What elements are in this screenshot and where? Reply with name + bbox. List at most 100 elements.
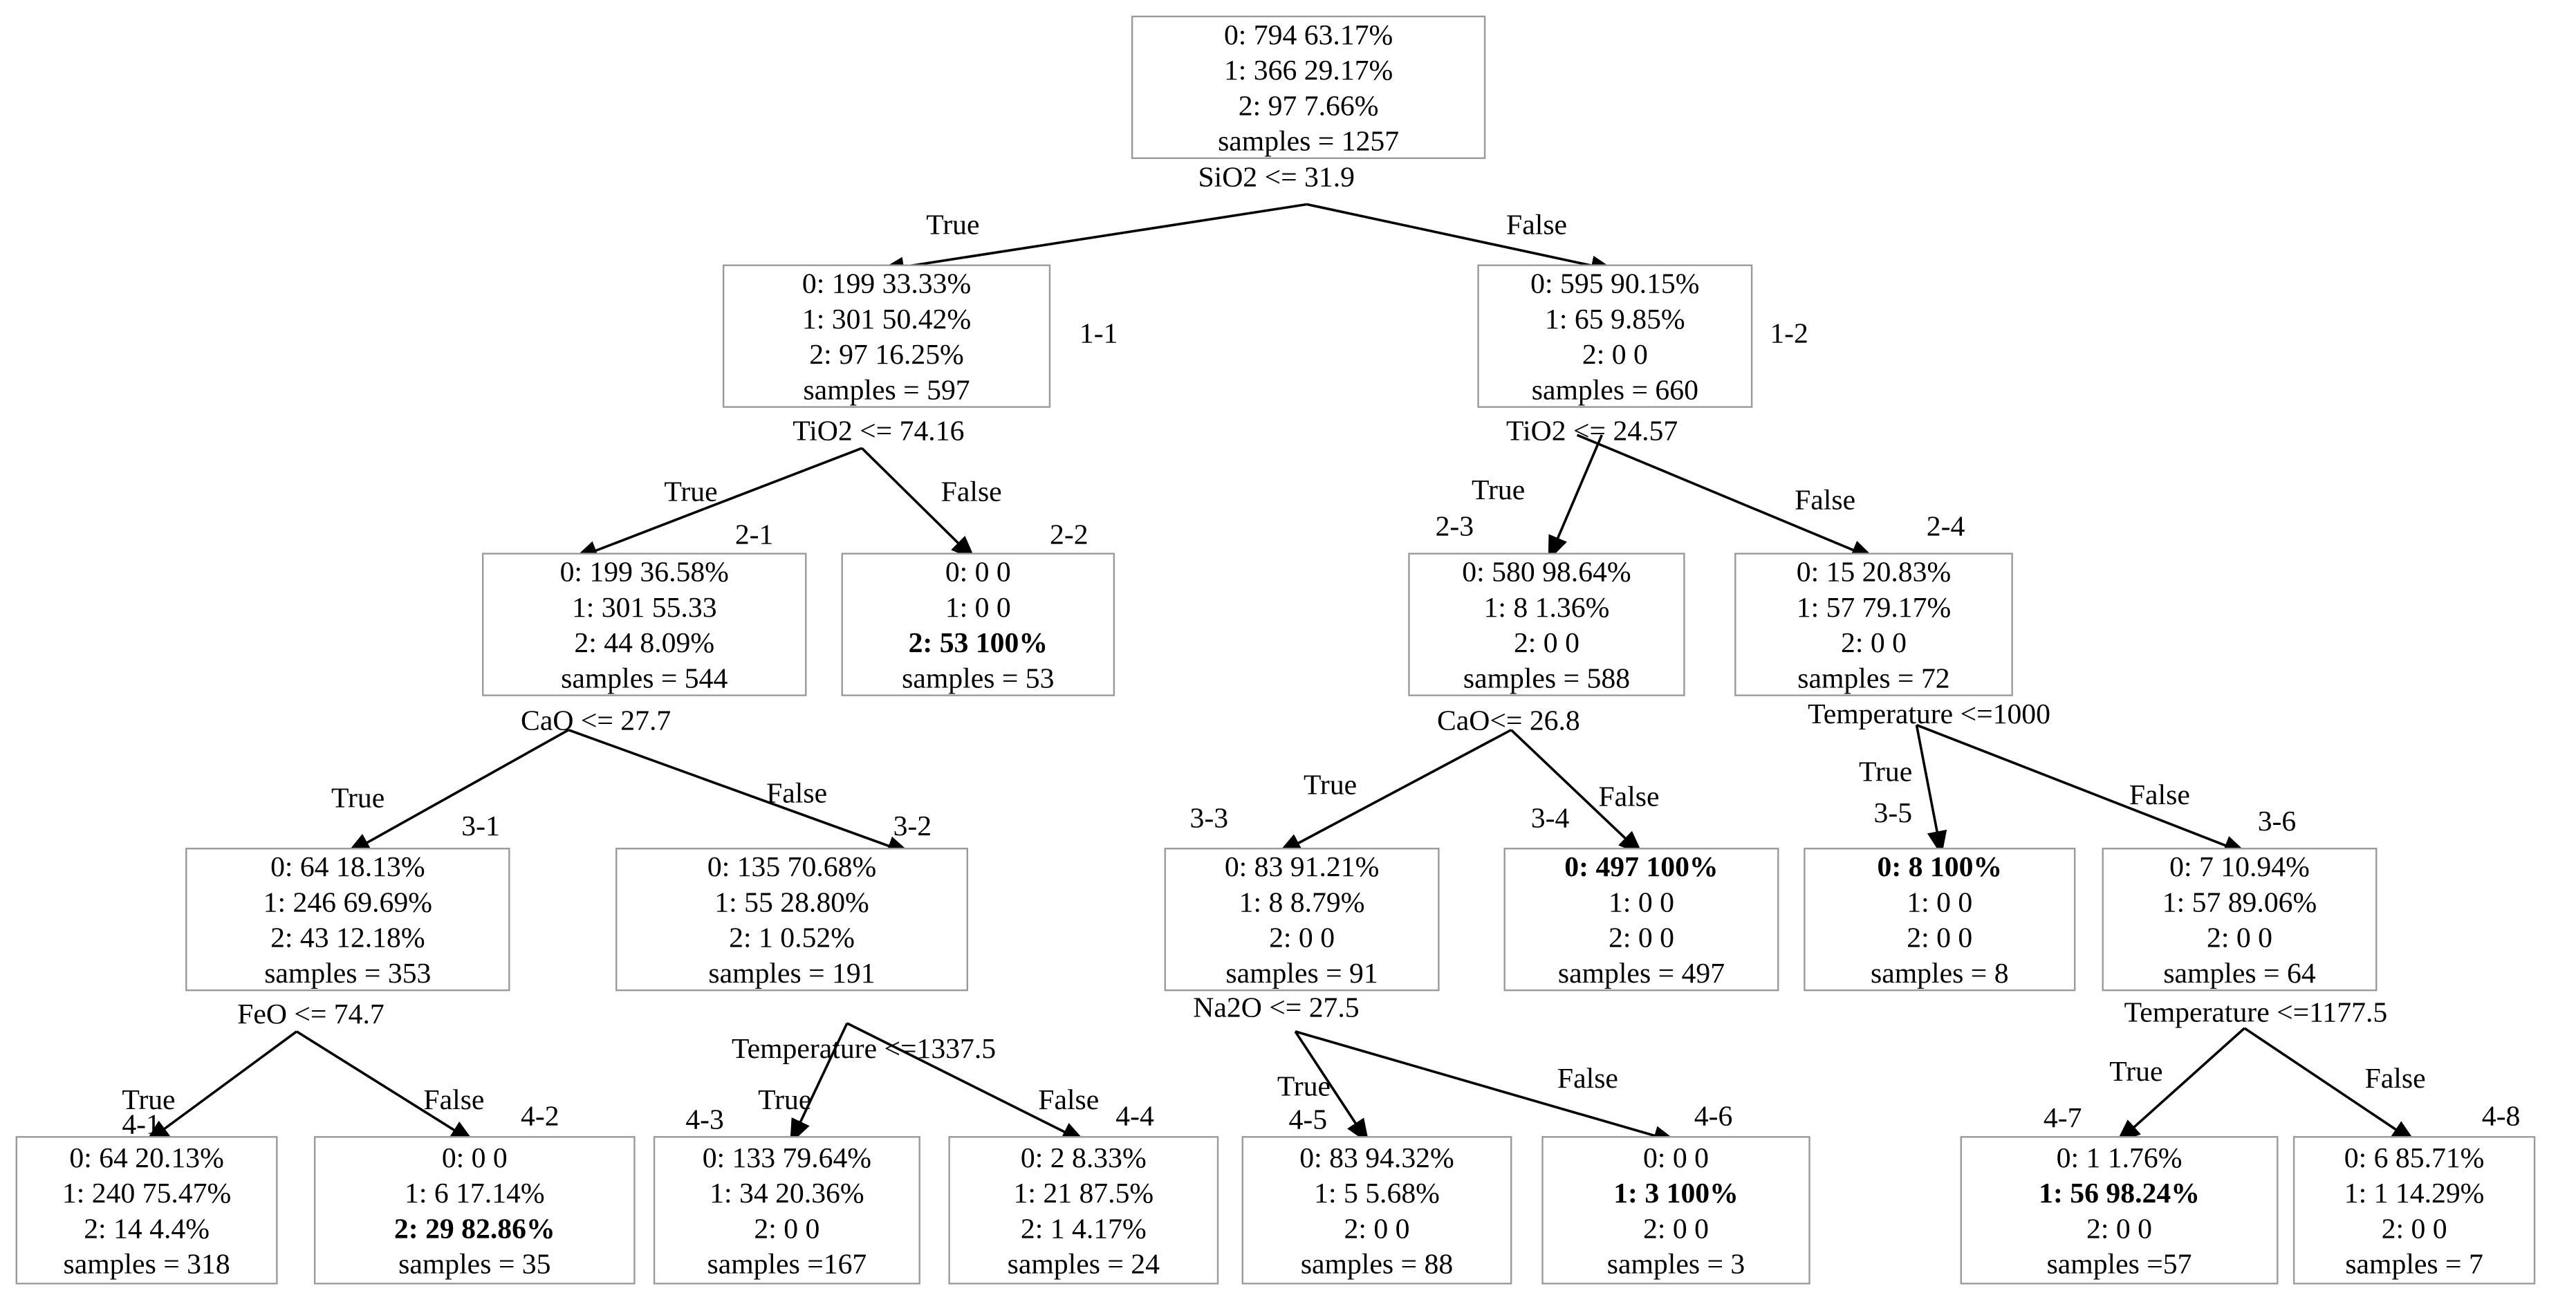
node-id-label: 4-5 — [1289, 1104, 1328, 1135]
edge-n3-1-to-n4-1: True — [122, 1030, 298, 1144]
split-condition: CaO <= 27.7 — [521, 705, 671, 737]
node-class-line: 2: 0 0 — [1344, 1213, 1410, 1245]
edge-n2-1-to-n3-2: False — [568, 728, 912, 855]
node-class-line: 1: 0 0 — [1609, 886, 1674, 918]
edge-label: True — [1859, 756, 1912, 788]
edge-arrow — [846, 1022, 1087, 1144]
edge-label: False — [1506, 209, 1567, 241]
node-samples: samples = 64 — [2163, 958, 2316, 989]
edge-arrow — [2115, 1027, 2245, 1144]
node-class-line: 1: 0 0 — [945, 592, 1011, 624]
node-class-line: 2: 0 0 — [2086, 1213, 2152, 1245]
node-box — [185, 848, 510, 992]
node-class-line: 2: 0 0 — [1643, 1213, 1709, 1245]
node-class-line: 1: 8 1.36% — [1484, 592, 1610, 624]
split-condition: Na2O <= 27.5 — [1193, 992, 1359, 1023]
tree-node-n2-1: 0: 199 36.58%1: 301 55.332: 44 8.09%samp… — [482, 519, 807, 737]
node-class-line: 2: 1 0.52% — [729, 922, 855, 954]
edge-n2-1-to-n3-1: True — [331, 729, 570, 855]
node-class-line: 1: 57 79.17% — [1797, 592, 1951, 624]
tree-node-n2-2: 0: 0 01: 0 02: 53 100%samples = 532-2 — [841, 519, 1115, 696]
tree-node-n3-2: 0: 135 70.68%1: 55 28.80%2: 1 0.52%sampl… — [615, 810, 996, 1065]
edge-arrow — [1295, 1030, 1678, 1146]
node-class-line: 1: 246 69.69% — [263, 886, 432, 918]
node-box — [482, 552, 807, 696]
split-condition: TiO2 <= 74.16 — [793, 415, 964, 447]
node-samples: samples = 24 — [1008, 1249, 1160, 1281]
node-id-label: 3-6 — [2258, 806, 2297, 837]
node-box — [1164, 848, 1440, 992]
node-class-line: 0: 64 20.13% — [69, 1142, 223, 1174]
node-samples: samples = 497 — [1558, 958, 1725, 989]
node-class-line: 1: 1 14.29% — [2344, 1178, 2485, 1209]
node-id-label: 4-4 — [1115, 1101, 1154, 1133]
edge-arrow — [879, 203, 1307, 277]
node-box — [615, 848, 969, 992]
edge-n2-4-to-n3-6: False — [1916, 723, 2249, 855]
node-samples: samples = 544 — [561, 662, 728, 694]
edge-label: False — [766, 778, 827, 810]
node-class-line: 0: 6 85.71% — [2344, 1142, 2485, 1174]
node-samples: samples =167 — [707, 1249, 867, 1281]
node-class-line: 2: 29 82.86% — [394, 1213, 555, 1245]
node-class-line: 2: 14 4.4% — [84, 1213, 210, 1245]
edge-arrow — [1916, 723, 2249, 855]
node-box — [1541, 1136, 1810, 1285]
node-class-line: 2: 0 0 — [1841, 627, 1907, 659]
node-class-line: 2: 1 4.17% — [1021, 1213, 1147, 1245]
node-id-label: 2-2 — [1050, 519, 1088, 550]
edge-n3-6-to-n4-8: False — [2243, 1027, 2426, 1144]
edge-root-to-n1-2: False — [1306, 203, 1616, 276]
edge-label: True — [1277, 1071, 1331, 1103]
edge-label: True — [1304, 770, 1357, 801]
node-class-line: 0: 133 79.64% — [703, 1142, 871, 1174]
node-samples: samples = 318 — [63, 1249, 230, 1281]
edge-arrow — [568, 728, 912, 855]
node-class-line: 2: 0 0 — [1514, 627, 1579, 659]
edge-n2-3-to-n3-4: False — [1510, 729, 1660, 855]
tree-node-n4-2: 0: 0 01: 6 17.14%2: 29 82.86%samples = 3… — [313, 1101, 636, 1285]
edge-n3-3-to-n4-5: True — [1277, 1030, 1369, 1144]
edge-label: False — [423, 1084, 484, 1116]
split-condition: Temperature <=1000 — [1808, 698, 2050, 730]
node-class-line: 0: 199 33.33% — [802, 268, 971, 300]
tree-node-n4-1: 0: 64 20.13%1: 240 75.47%2: 14 4.4%sampl… — [15, 1109, 278, 1285]
node-class-line: 1: 65 9.85% — [1545, 304, 1685, 335]
edge-label: True — [1472, 474, 1525, 506]
split-condition: Temperature <=1337.5 — [732, 1033, 996, 1065]
node-class-line: 0: 580 98.64% — [1462, 557, 1631, 588]
node-id-label: 1-1 — [1079, 318, 1118, 350]
node-id-label: 2-1 — [735, 519, 774, 550]
edge-label: True — [122, 1084, 175, 1116]
edge-label: True — [2109, 1056, 2162, 1088]
node-class-line: 1: 0 0 — [1907, 886, 1972, 918]
node-samples: samples = 35 — [398, 1249, 550, 1281]
node-id-label: 3-3 — [1190, 802, 1229, 834]
node-class-line: 1: 3 100% — [1613, 1178, 1739, 1209]
edge-arrow — [1548, 434, 1603, 561]
node-id-label: 4-2 — [521, 1101, 559, 1133]
node-id-label: 1-2 — [1770, 318, 1808, 350]
node-class-line: 0: 64 18.13% — [270, 851, 425, 883]
split-condition: TiO2 <= 24.57 — [1506, 415, 1678, 447]
node-class-line: 0: 135 70.68% — [707, 851, 876, 883]
node-samples: samples = 7 — [2345, 1249, 2483, 1281]
node-box — [1734, 552, 2013, 696]
node-samples: samples = 88 — [1301, 1249, 1453, 1281]
node-class-line: 2: 0 0 — [1609, 922, 1674, 954]
node-class-line: 0: 497 100% — [1564, 851, 1718, 883]
node-class-line: 1: 8 8.79% — [1239, 886, 1365, 918]
edge-arrow — [1294, 1030, 1369, 1144]
node-id-label: 2-3 — [1436, 510, 1474, 542]
node-class-line: 0: 0 0 — [442, 1142, 508, 1174]
edge-n3-2-to-n4-3: True — [758, 1023, 849, 1144]
